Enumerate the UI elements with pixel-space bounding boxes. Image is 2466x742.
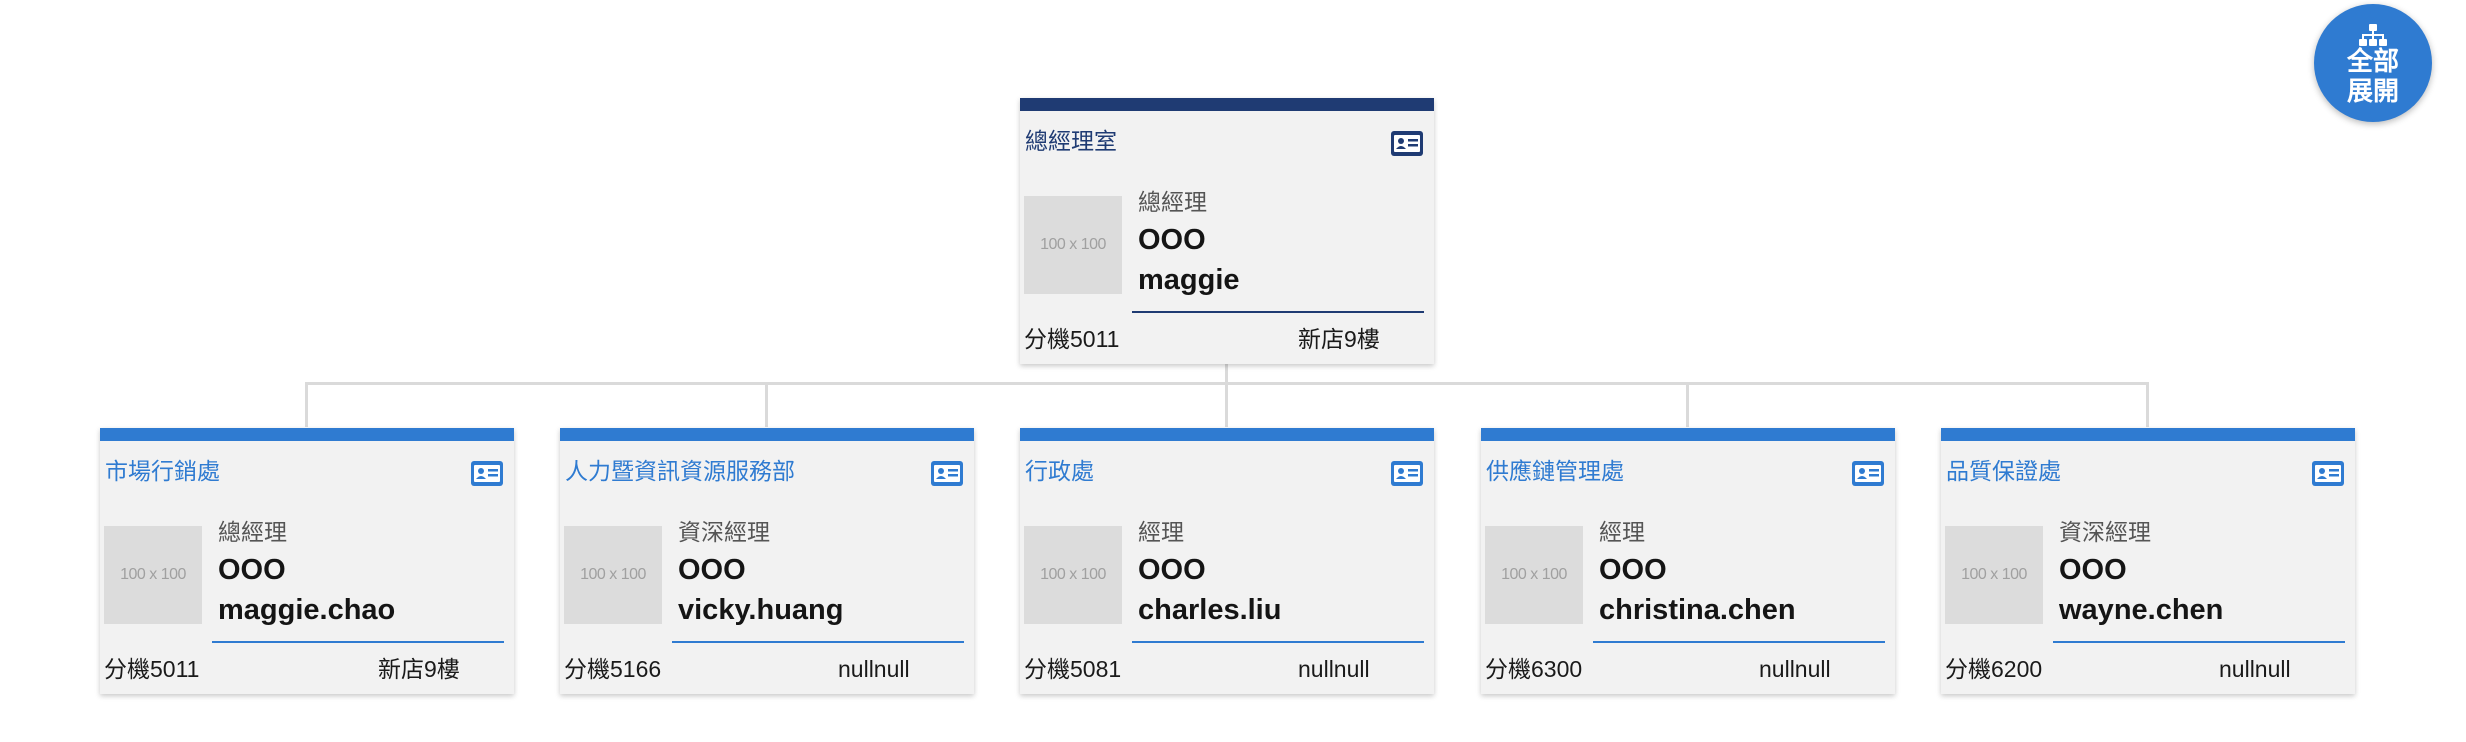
person-name: OOO [1138, 554, 1206, 586]
department-name: 供應鏈管理處 [1486, 458, 1624, 484]
photo-placeholder: 100 x 100 [1024, 196, 1122, 294]
expand-all-label-line2: 展開 [2346, 76, 2399, 106]
person-name: OOO [2059, 554, 2127, 586]
job-title: 資深經理 [678, 519, 770, 545]
department-name: 人力暨資訊資源服務部 [565, 458, 795, 484]
person-account: maggie.chao [218, 594, 396, 626]
name-divider [1593, 641, 1885, 643]
org-card-child[interactable]: 人力暨資訊資源服務部 100 x 100 資深經理 OOO vicky.huan… [560, 428, 974, 694]
connector-root-down [1225, 364, 1228, 384]
card-top-bar [100, 428, 514, 441]
name-divider [212, 641, 504, 643]
org-tree-icon [2359, 24, 2387, 46]
connector-child-4 [2146, 382, 2149, 427]
person-name: OOO [1138, 224, 1206, 256]
expand-all-button[interactable]: 全部 展開 [2314, 4, 2432, 122]
office-location: nullnull [1759, 656, 1831, 682]
photo-placeholder: 100 x 100 [1945, 526, 2043, 624]
extension-number: 分機5011 [1024, 326, 1120, 352]
person-account: maggie [1138, 264, 1240, 296]
photo-placeholder: 100 x 100 [1024, 526, 1122, 624]
person-name: OOO [218, 554, 286, 586]
extension-number: 分機6200 [1945, 656, 2043, 682]
org-card-child[interactable]: 供應鏈管理處 100 x 100 經理 OOO christina.chen 分… [1481, 428, 1895, 694]
photo-placeholder: 100 x 100 [564, 526, 662, 624]
person-account: charles.liu [1138, 594, 1282, 626]
office-location: nullnull [2219, 656, 2291, 682]
connector-child-1 [765, 382, 768, 427]
job-title: 總經理 [218, 519, 287, 545]
expand-all-label-line1: 全部 [2346, 46, 2399, 76]
id-card-icon[interactable] [470, 460, 504, 487]
connector-child-2 [1225, 382, 1228, 427]
office-location: 新店9樓 [1298, 326, 1380, 352]
job-title: 總經理 [1138, 189, 1207, 215]
person-account: christina.chen [1599, 594, 1796, 626]
department-name: 行政處 [1025, 458, 1094, 484]
office-location: nullnull [1298, 656, 1370, 682]
job-title: 經理 [1138, 519, 1184, 545]
org-card-child[interactable]: 市場行銷處 100 x 100 總經理 OOO maggie.chao 分機50… [100, 428, 514, 694]
id-card-icon[interactable] [1390, 130, 1424, 157]
photo-placeholder: 100 x 100 [104, 526, 202, 624]
connector-child-0 [305, 382, 308, 427]
extension-number: 分機5166 [564, 656, 662, 682]
card-top-bar [1481, 428, 1895, 441]
person-account: vicky.huang [678, 594, 844, 626]
card-top-bar [1020, 428, 1434, 441]
office-location: nullnull [838, 656, 910, 682]
card-top-bar [1020, 98, 1434, 111]
id-card-icon[interactable] [2311, 460, 2345, 487]
office-location: 新店9樓 [378, 656, 460, 682]
name-divider [2053, 641, 2345, 643]
id-card-icon[interactable] [930, 460, 964, 487]
extension-number: 分機5011 [104, 656, 200, 682]
department-name: 總經理室 [1025, 128, 1117, 154]
name-divider [1132, 311, 1424, 313]
person-name: OOO [1599, 554, 1667, 586]
extension-number: 分機6300 [1485, 656, 1583, 682]
org-card-root[interactable]: 總經理室 100 x 100 總經理 OOO maggie 分機5011 新店9… [1020, 98, 1434, 364]
card-top-bar [560, 428, 974, 441]
id-card-icon[interactable] [1851, 460, 1885, 487]
name-divider [672, 641, 964, 643]
card-top-bar [1941, 428, 2355, 441]
person-name: OOO [678, 554, 746, 586]
org-card-child[interactable]: 行政處 100 x 100 經理 OOO charles.liu 分機5081 … [1020, 428, 1434, 694]
photo-placeholder: 100 x 100 [1485, 526, 1583, 624]
job-title: 經理 [1599, 519, 1645, 545]
name-divider [1132, 641, 1424, 643]
person-account: wayne.chen [2059, 594, 2224, 626]
job-title: 資深經理 [2059, 519, 2151, 545]
department-name: 市場行銷處 [105, 458, 220, 484]
department-name: 品質保證處 [1946, 458, 2061, 484]
org-card-child[interactable]: 品質保證處 100 x 100 資深經理 OOO wayne.chen 分機62… [1941, 428, 2355, 694]
connector-child-3 [1686, 382, 1689, 427]
id-card-icon[interactable] [1390, 460, 1424, 487]
extension-number: 分機5081 [1024, 656, 1122, 682]
